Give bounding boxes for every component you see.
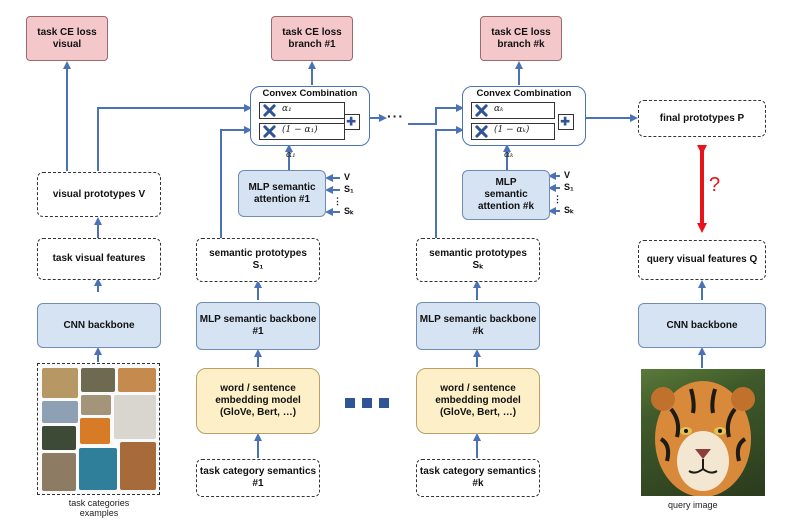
ce-loss-branchk-label: task CE loss branch #k (491, 26, 551, 50)
ce-loss-branch1-label: task CE loss branch #1 (282, 26, 342, 50)
task-visual-features-box: task visual features (37, 238, 161, 280)
example-image (42, 401, 78, 423)
mlp-backbone-1-box: MLP semantic backbone #1 (196, 302, 320, 350)
task-examples-caption: task categories examples (68, 498, 130, 519)
visual-prototypes-box: visual prototypes V (37, 172, 161, 217)
semantic-prototypes-1-sub: S₁ (252, 260, 264, 271)
embedding-model-1-label: word / sentence embedding model (GloVe, … (215, 383, 301, 418)
convexk-one-minus-alpha-label: (1 − αₖ) (494, 125, 530, 135)
convex-combination-1: Convex Combination α₁ (1 − α₁) (250, 86, 370, 146)
convexk-plus (558, 114, 574, 130)
convex-combination-1-title: Convex Combination (262, 88, 358, 99)
convex1-alpha-label: α₁ (282, 104, 292, 114)
multiply-icon (475, 125, 488, 138)
final-prototypes-box: final prototypes P (638, 100, 766, 137)
plus-icon (346, 116, 356, 126)
question-mark: ? (709, 174, 721, 196)
final-prototypes-label: final prototypes P (659, 112, 745, 124)
embedding-model-k-label: word / sentence embedding model (GloVe, … (435, 383, 521, 418)
convex1-one-minus-alpha-label: (1 − α₁) (282, 125, 318, 135)
task-semantics-1-label: task category semantics #1 (199, 466, 317, 489)
visual-prototypes-label: visual prototypes V (52, 188, 146, 200)
arrow-semproto1-to-convex1 (220, 126, 252, 238)
embedding-model-k-box: word / sentence embedding model (GloVe, … (416, 368, 540, 434)
convexk-one-minus-alpha-box: (1 − αₖ) (471, 123, 555, 140)
example-image (114, 395, 156, 439)
mlp-attention-1-box: MLP semantic attention #1 (238, 170, 326, 217)
embedding-model-1-box: word / sentence embedding model (GloVe, … (196, 368, 320, 434)
arrow-dots-to-convexk (408, 104, 464, 125)
attention1-input-dots: ⋮ (333, 196, 342, 206)
multiply-icon (263, 104, 276, 117)
example-image (118, 368, 156, 392)
arrow-vproto-to-convex1 (97, 104, 252, 171)
ellipsis-between-branches: ··· (387, 108, 404, 124)
convexk-alpha-label: αₖ (494, 104, 504, 114)
tiger-face-image (651, 381, 755, 496)
ce-loss-branch1-box: task CE loss branch #1 (271, 16, 353, 61)
example-image (120, 442, 156, 490)
mlp-backbone-1-label: MLP semantic backbone #1 (199, 314, 317, 337)
branch-ellipsis-dots (345, 398, 389, 409)
alphak-label: αₖ (504, 150, 514, 160)
example-image (81, 368, 115, 392)
mlp-backbone-k-box: MLP semantic backbone #k (416, 302, 540, 350)
convex1-plus (344, 114, 360, 130)
ce-loss-visual-label: task CE loss visual (37, 26, 97, 50)
convex1-one-minus-alpha-box: (1 − α₁) (259, 123, 345, 140)
query-visual-features-box: query visual features Q (638, 240, 766, 280)
arrow-semprotok-to-convexk (435, 126, 464, 238)
cnn-backbone-left-box: CNN backbone (37, 303, 161, 348)
ce-loss-branchk-box: task CE loss branch #k (480, 16, 562, 61)
convex-combination-k-title: Convex Combination (476, 88, 572, 99)
task-semantics-k-box: task category semantics #k (416, 459, 540, 497)
convexk-alpha-box: αₖ (471, 102, 555, 119)
alpha1-label: α₁ (286, 150, 296, 160)
query-image-caption: query image (668, 500, 718, 510)
example-image (81, 395, 111, 415)
task-semantics-k-label: task category semantics #k (419, 466, 537, 489)
task-examples-collage (37, 363, 160, 495)
cnn-backbone-right-label: CNN backbone (666, 319, 738, 331)
example-image (42, 368, 78, 398)
example-image (42, 453, 76, 491)
semantic-prototypes-k-sub: Sₖ (472, 260, 484, 271)
attentionk-input-dots: ⋮ (553, 194, 562, 204)
multiply-icon (263, 125, 276, 138)
cnn-backbone-right-box: CNN backbone (638, 303, 766, 348)
query-image (641, 369, 765, 496)
semantic-prototypes-1-title: semantic prototypes (209, 248, 307, 259)
task-visual-features-label: task visual features (52, 253, 146, 264)
attentionk-input-s1: S₁ (564, 182, 574, 192)
attention1-input-v: V (344, 172, 351, 182)
convex-combination-k: Convex Combination αₖ (1 − αₖ) (462, 86, 586, 146)
semantic-prototypes-k-title: semantic prototypes (429, 248, 527, 259)
semantic-prototypes-1-box: semantic prototypes S₁ (196, 238, 320, 282)
multiply-icon (475, 104, 488, 117)
cnn-backbone-left-label: CNN backbone (63, 319, 135, 331)
example-image (42, 426, 76, 450)
mlp-attention-1-label: MLP semantic attention #1 (248, 181, 316, 205)
semantic-prototypes-k-box: semantic prototypes Sₖ (416, 238, 540, 282)
attention1-input-sk: Sₖ (344, 206, 354, 216)
example-image (79, 448, 117, 490)
example-image (80, 418, 110, 444)
mlp-attention-k-label: MLP semantic attention #k (477, 177, 535, 212)
plus-icon (560, 116, 570, 126)
query-visual-features-label: query visual features Q (646, 254, 758, 265)
task-semantics-1-box: task category semantics #1 (196, 459, 320, 497)
convex1-alpha-box: α₁ (259, 102, 345, 119)
attention1-input-s1: S₁ (344, 184, 354, 194)
attentionk-input-v: V (564, 170, 571, 180)
mlp-attention-k-box: MLP semantic attention #k (462, 170, 550, 220)
attentionk-input-sk: Sₖ (564, 205, 574, 215)
ce-loss-visual-box: task CE loss visual (26, 16, 108, 61)
mlp-backbone-k-label: MLP semantic backbone #k (419, 314, 537, 337)
